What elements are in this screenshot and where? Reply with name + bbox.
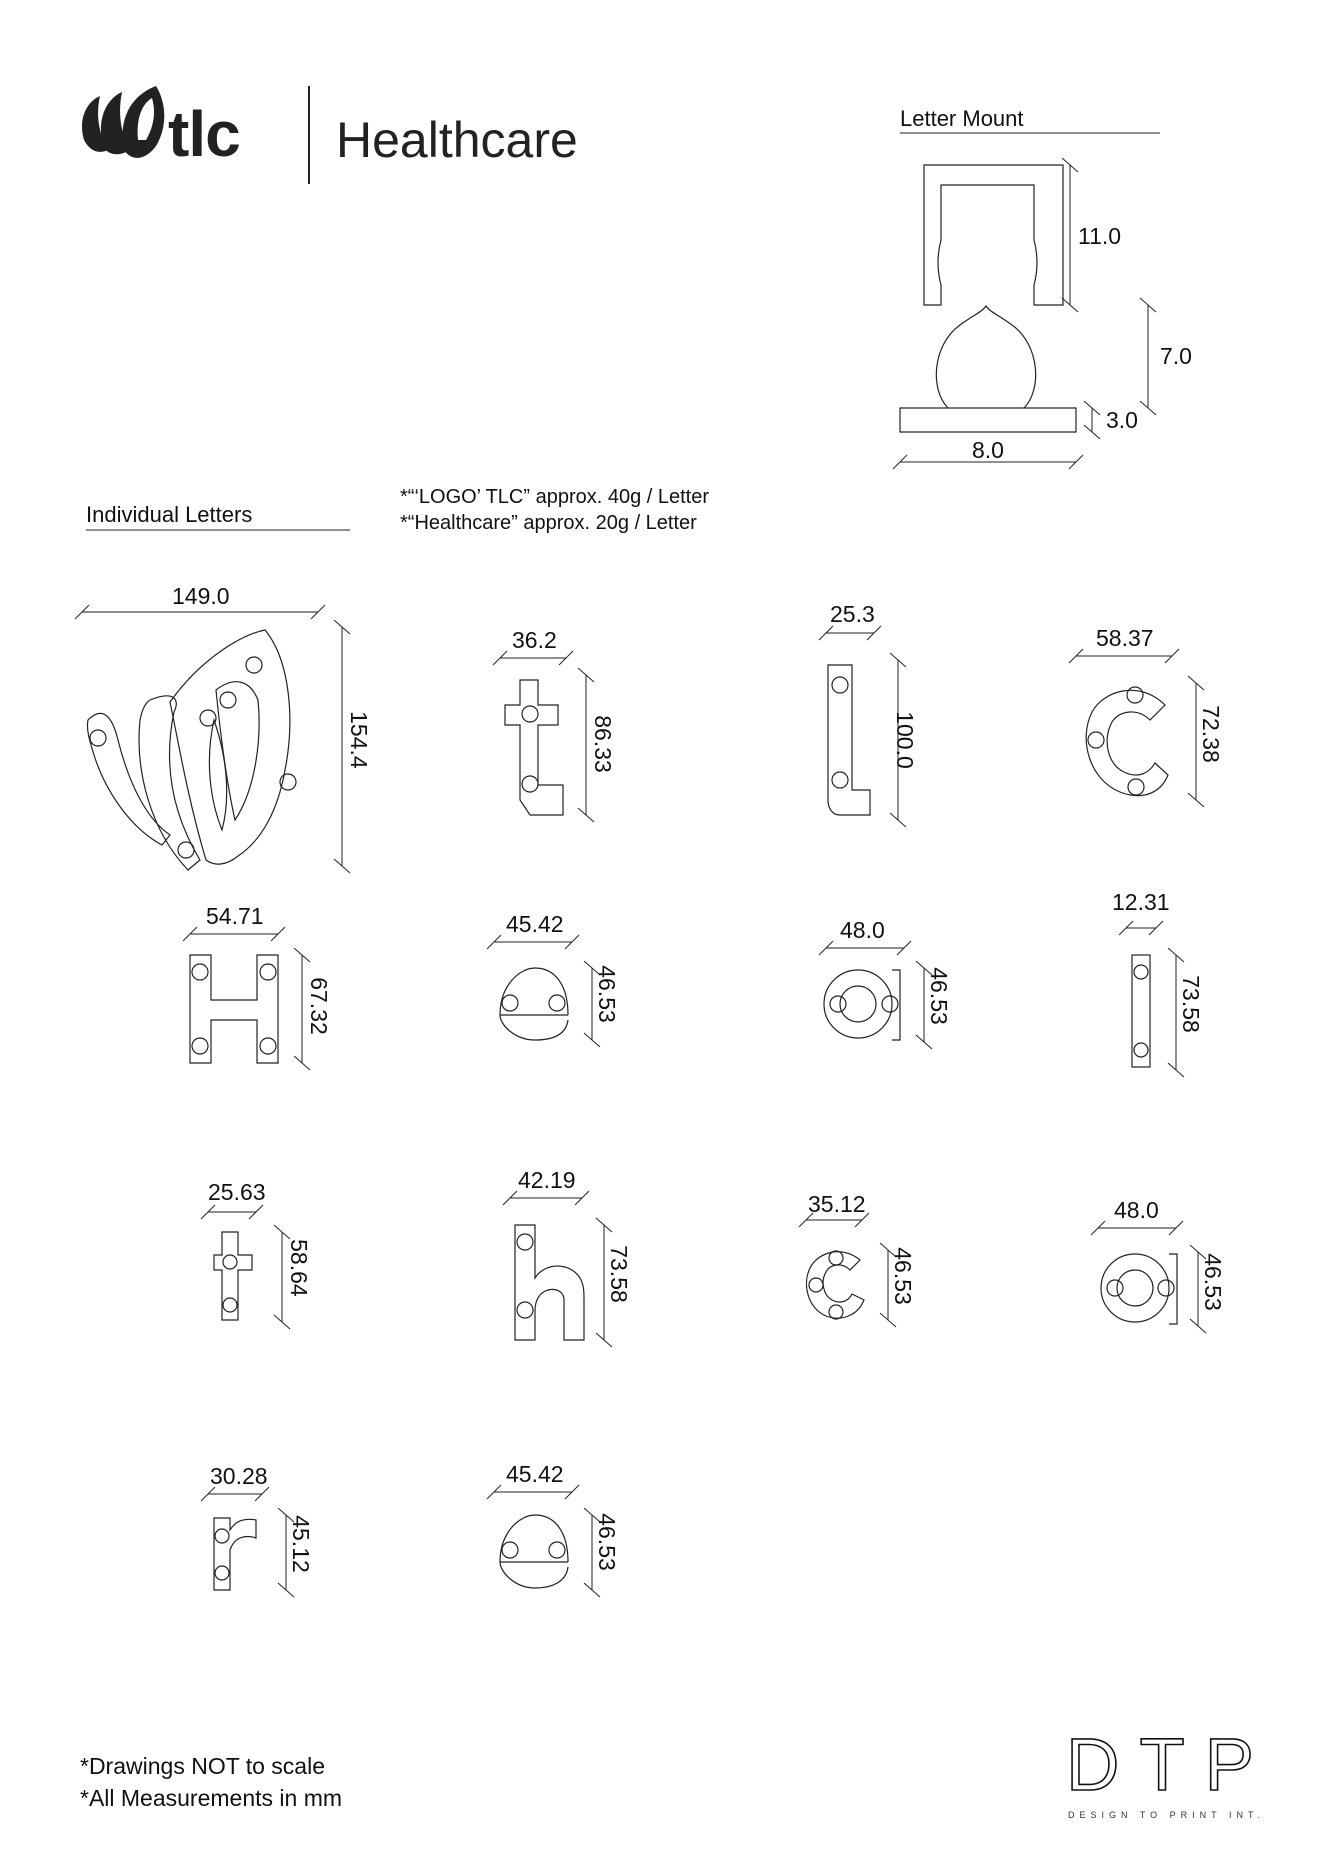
logo-brand-text: tlc [168,98,240,170]
mount-dim-base-label: 3.0 [1106,407,1138,433]
letter-item-l-large [818,625,907,828]
letter-item-H [182,926,311,1071]
dim-a-2-height: 46.53 [1200,1253,1226,1311]
weight-note-logo: *“‘LOGO’ TLC” approx. 40g / Letter [400,486,709,508]
mount-dim-bulb-label: 7.0 [1160,343,1192,369]
dim-e-1-height: 46.53 [594,965,620,1023]
dim-e-2-height: 46.53 [594,1513,620,1571]
letter-item-e-2 [486,1484,601,1598]
letter-item-e-1 [486,934,601,1048]
mount-dim-width [892,454,1084,470]
dim-c-large-width: 58.37 [1096,625,1154,651]
dim-a-1-height: 46.53 [926,967,952,1025]
dim-l-large-width: 25.3 [830,601,875,627]
dim-a-1-width: 48.0 [840,917,885,943]
letter-item-r [200,1486,295,1598]
logo-healthcare-text: Healthcare [336,112,578,168]
dim-a-2-width: 48.0 [1114,1197,1159,1223]
letter-item-a-1 [818,940,933,1050]
letter-item-c-large [1068,648,1205,808]
dim-l-small-height: 73.58 [1178,975,1204,1033]
mount-dim-bulb [1139,297,1157,416]
mount-dim-top [1061,157,1079,313]
letter-item-l-small [1118,920,1185,1078]
letter-mount-title: Letter Mount [900,106,1024,131]
individual-letters-title: Individual Letters [86,502,252,527]
dim-t-small-height: 58.64 [286,1239,312,1297]
letter-item-t-large [492,650,595,823]
dim-c-small-width: 35.12 [808,1191,866,1217]
dim-c-large-height: 72.38 [1198,705,1224,763]
letter-item-t-small [200,1204,291,1330]
letter-item-c-small [798,1212,897,1328]
dim-logo-width: 149.0 [172,583,230,609]
dim-l-small-width: 12.31 [1112,889,1170,915]
dim-logo-height: 154.4 [346,711,372,769]
letter-item-a-2 [1090,1220,1207,1334]
letter-mount-profile [899,164,1077,433]
dim-H-height: 67.32 [306,977,332,1035]
letter-item-h [502,1190,613,1348]
dim-r-width: 30.28 [210,1463,268,1489]
dim-h-width: 42.19 [518,1167,576,1193]
mount-dim-base [1083,400,1101,440]
footer-note-units: *All Measurements in mm [80,1785,342,1811]
weight-note-healthcare: *“Healthcare” approx. 20g / Letter [400,512,697,534]
dim-e-2-width: 45.42 [506,1461,564,1487]
dim-t-large-width: 36.2 [512,627,557,653]
dim-e-1-width: 45.42 [506,911,564,937]
dim-r-height: 45.12 [288,1515,314,1573]
mount-dim-width-label: 8.0 [972,437,1004,463]
dtp-logo-mark: DTP [1066,1723,1274,1806]
dim-h-height: 73.58 [606,1245,632,1303]
letter-item-logo [74,604,351,874]
mount-dim-top-label: 11.0 [1078,223,1121,249]
dim-t-small-width: 25.63 [208,1179,266,1205]
dim-l-large-height: 100.0 [892,711,918,769]
dim-t-large-height: 86.33 [590,715,616,773]
tlc-logo-mark [81,86,165,158]
footer-note-scale: *Drawings NOT to scale [80,1753,325,1779]
dim-c-small-height: 46.53 [890,1247,916,1305]
dtp-logo-tagline: DESIGN TO PRINT INT. [1068,1810,1265,1820]
dim-H-width: 54.71 [206,903,264,929]
